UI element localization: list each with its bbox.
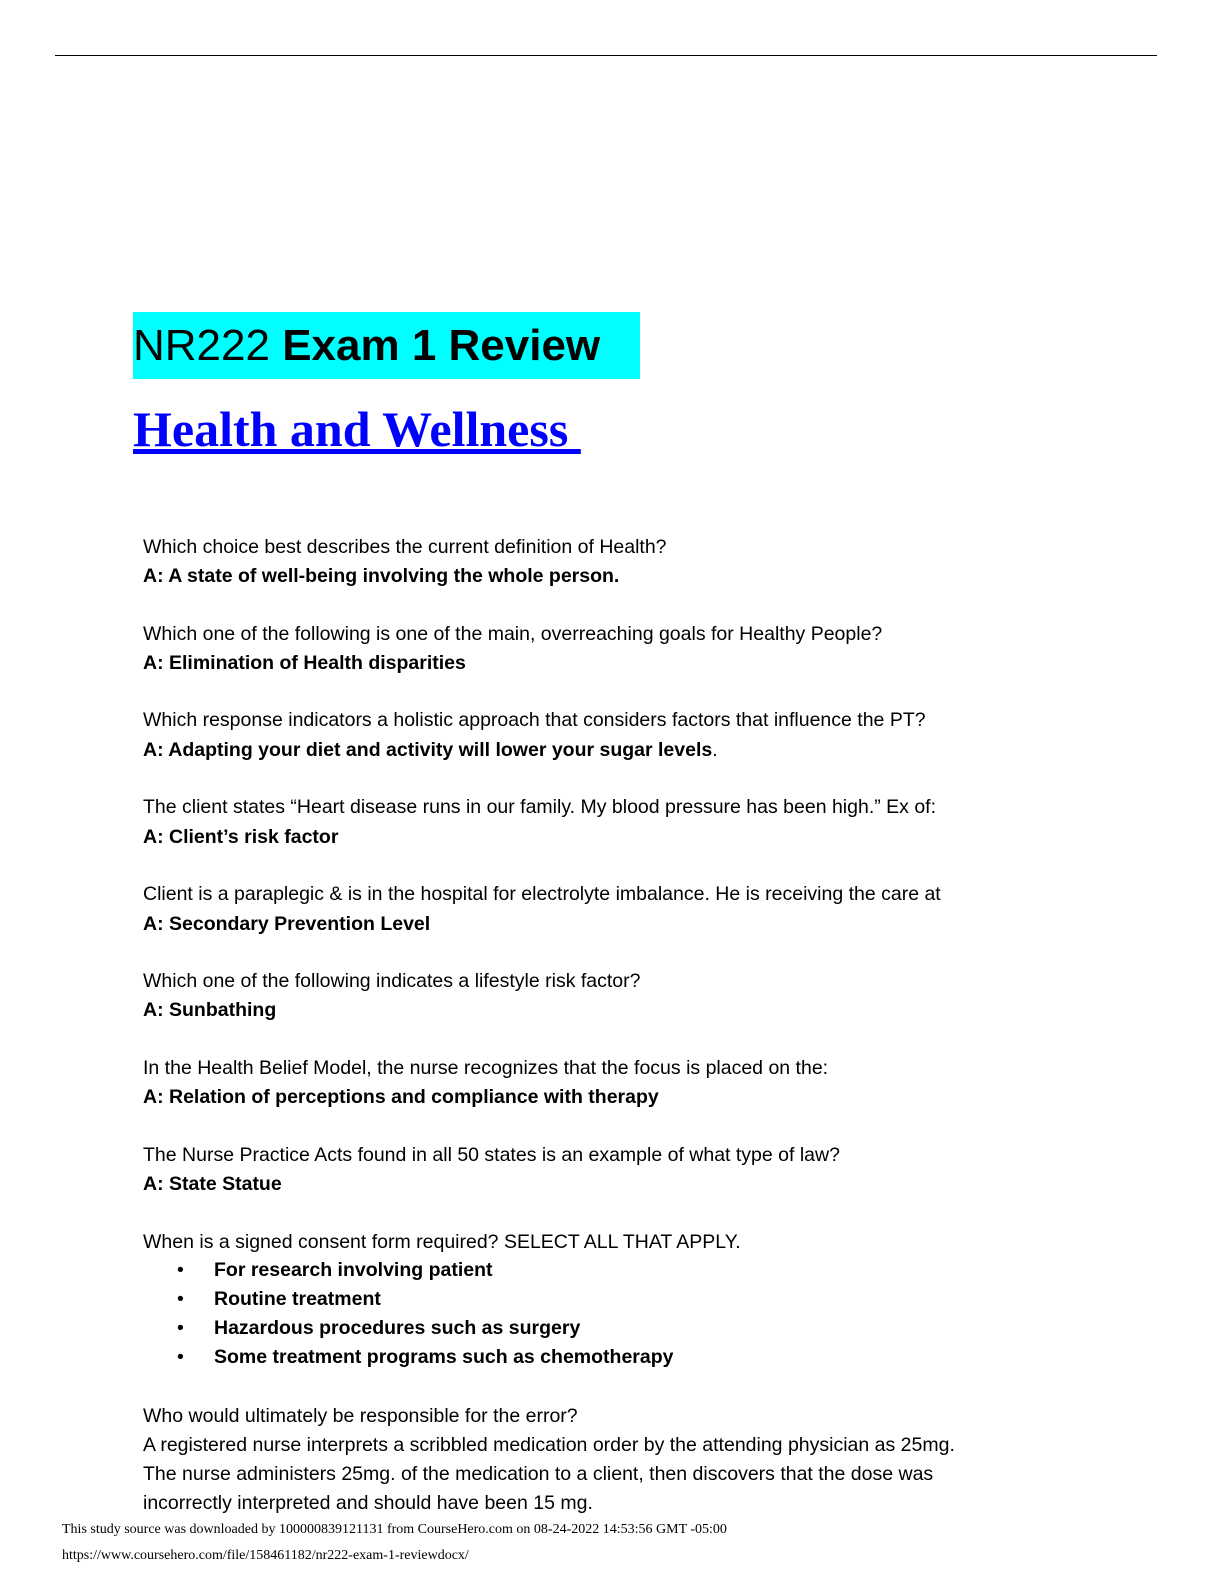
answer: A: A state of well-being involving the w… [143,565,620,587]
question: The client states “Heart disease runs in… [143,796,937,818]
answer: A: Client’s risk factor [143,826,339,848]
download-note: This study source was downloaded by 1000… [62,1522,727,1537]
list-item: Hazardous procedures such as surgery [214,1317,581,1339]
list-item: Some treatment programs such as chemothe… [214,1346,674,1368]
answer-bold: A: Adapting your diet and activity will … [143,739,713,761]
title-prefix: NR222 [133,321,283,370]
list-item: For research involving patient [214,1259,493,1281]
page-title: NR222 Exam 1 Review [133,312,640,379]
question: When is a signed consent form required? … [143,1231,741,1253]
answer: A: Secondary Prevention Level [143,913,431,935]
list-item: Routine treatment [214,1288,381,1310]
scenario-line: incorrectly interpreted and should have … [143,1492,593,1514]
question: Which one of the following indicates a l… [143,970,641,992]
bullet-icon: • [177,1259,184,1281]
answer: A: Sunbathing [143,999,277,1021]
bullet-icon: • [177,1288,184,1310]
question: Which choice best describes the current … [143,536,667,558]
scenario-line: The nurse administers 25mg. of the medic… [143,1463,934,1485]
question: In the Health Belief Model, the nurse re… [143,1057,829,1079]
bullet-icon: • [177,1317,184,1339]
scenario-line: A registered nurse interprets a scribble… [143,1434,955,1456]
source-url[interactable]: https://www.coursehero.com/file/15846118… [62,1548,469,1563]
question: Which response indicators a holistic app… [143,709,926,731]
question: Client is a paraplegic & is in the hospi… [143,883,941,905]
answer: A: Adapting your diet and activity will … [143,738,718,762]
answer-tail: . [712,739,718,761]
question: Which one of the following is one of the… [143,623,883,645]
question: The Nurse Practice Acts found in all 50 … [143,1144,840,1166]
title-bold: Exam 1 Review [282,321,601,370]
bullet-icon: • [177,1346,184,1368]
header-rule [55,55,1157,56]
answer: A: State Statue [143,1173,282,1195]
answer: A: Elimination of Health disparities [143,652,466,674]
answer: A: Relation of perceptions and complianc… [143,1086,659,1108]
question: Who would ultimately be responsible for … [143,1405,578,1427]
section-heading-link[interactable]: Health and Wellness [133,401,581,457]
